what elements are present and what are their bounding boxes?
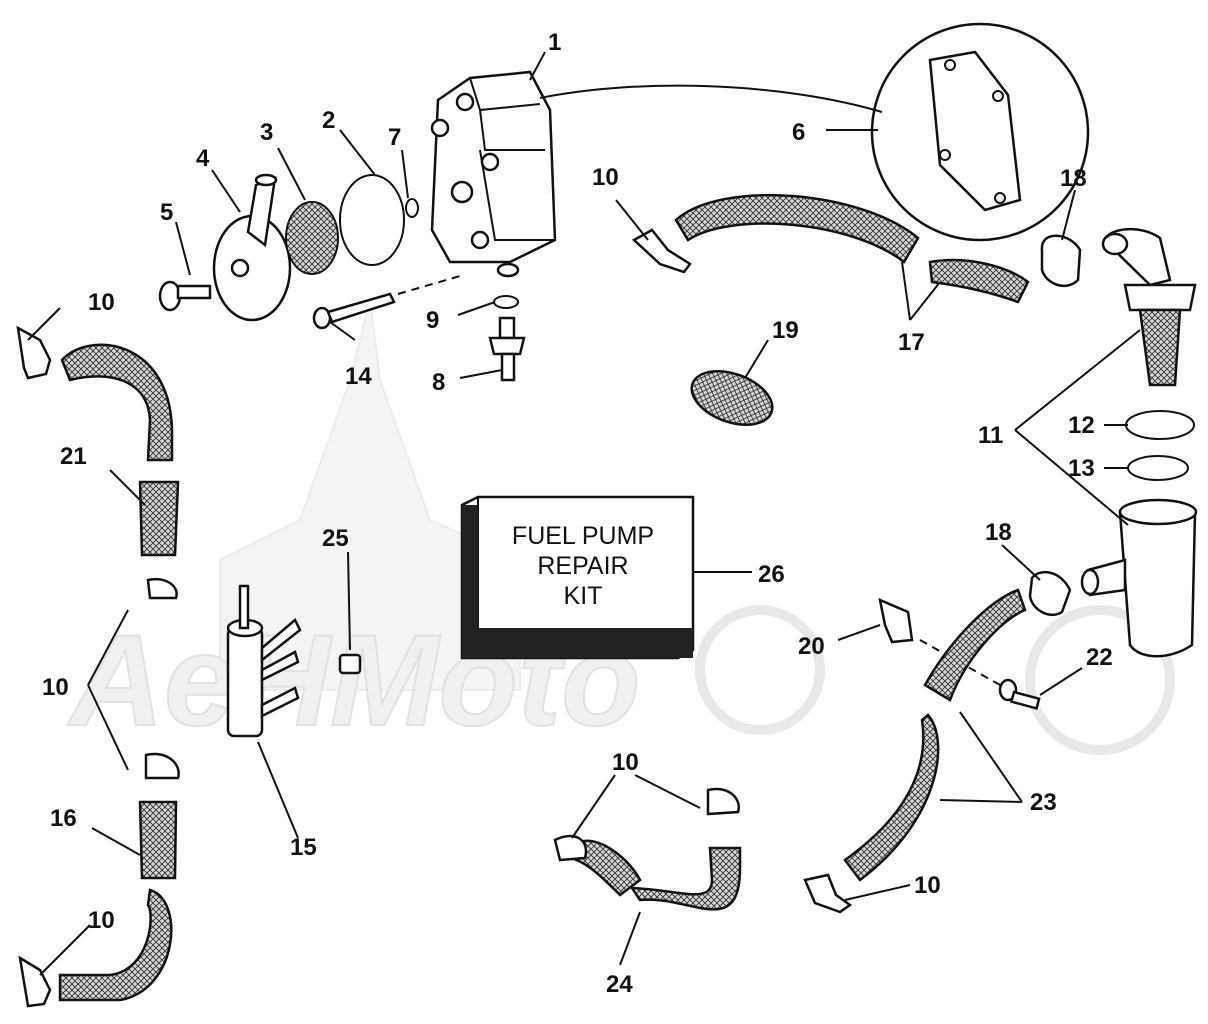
fuel-fitting: [488, 316, 526, 382]
callout-10-bottom-right: 10: [914, 872, 941, 899]
callout-5: 5: [160, 199, 173, 226]
callout-12: 12: [1068, 412, 1095, 439]
small-cap: [338, 653, 362, 675]
fuel-filter-assembly: [1080, 227, 1198, 658]
hose-clamp-10-left-top: [16, 325, 52, 380]
callout-1: 1: [548, 29, 561, 56]
hose-left-upper: [60, 343, 180, 557]
filter-clamp-lower: [1028, 570, 1072, 617]
fitting-o-ring: [493, 295, 519, 309]
fuel-tee-fitting: [226, 584, 302, 738]
pump-cover: [212, 173, 292, 322]
o-ring-large: [339, 174, 405, 266]
callout-21: 21: [60, 443, 87, 470]
callout-24: 24: [606, 971, 633, 998]
hose-clamp-10-top: [631, 228, 692, 274]
fuel-pump-body: [430, 70, 557, 278]
filter-clamp-upper: [1040, 234, 1082, 288]
pump-bolt: [312, 275, 461, 330]
callout-10-left-bottom: 10: [88, 907, 115, 934]
callout-7: 7: [388, 124, 401, 151]
hose-clamp-10-left-bottom: [18, 955, 52, 1008]
filter-o-ring-12: [1125, 410, 1195, 440]
hose-bottom-center: [574, 839, 742, 911]
o-ring-small: [405, 198, 419, 218]
callout-14: 14: [345, 363, 372, 390]
callout-16: 16: [50, 805, 77, 832]
callout-9: 9: [426, 307, 439, 334]
callout-6: 6: [792, 119, 805, 146]
callout-10-top: 10: [592, 164, 619, 191]
hose-clamp-10-lower-right: [803, 873, 853, 914]
repair-kit-box: FUEL PUMP REPAIR KIT: [460, 495, 695, 660]
callout-labels: 1 2 3 4 5 6 7 8 9 10 10 10 10 10 10 11 1…: [42, 29, 1113, 998]
callout-15: 15: [290, 834, 317, 861]
filter-seal-13: [1127, 455, 1189, 481]
callout-18-lower: 18: [985, 519, 1012, 546]
callout-18-top: 18: [1060, 165, 1087, 192]
callout-10-left-top: 10: [88, 289, 115, 316]
callout-17: 17: [898, 329, 925, 356]
callout-19: 19: [772, 317, 799, 344]
hose-clamp-10-left-mid-b: [144, 752, 180, 780]
kit-label-line2: REPAIR: [537, 552, 628, 580]
pump-gasket-detail: [539, 22, 1090, 242]
callout-11: 11: [978, 422, 1003, 449]
callout-26: 26: [758, 561, 785, 588]
filter-gasket: [690, 370, 774, 426]
callout-2: 2: [322, 107, 335, 134]
filter-screen: [285, 201, 339, 275]
hose-left-lower: [58, 800, 178, 1002]
callout-23: 23: [1030, 789, 1057, 816]
callout-20: 20: [798, 633, 825, 660]
callout-13: 13: [1068, 455, 1095, 482]
callout-4: 4: [196, 145, 210, 172]
hose-bracket: [878, 597, 914, 644]
kit-label-line1: FUEL PUMP: [512, 522, 654, 550]
callout-10-left-mid: 10: [42, 674, 69, 701]
hose-clamp-10-bottom-a: [553, 834, 588, 862]
callout-8: 8: [432, 369, 445, 396]
cover-screw: [158, 280, 212, 312]
hose-upper: [674, 193, 1030, 304]
hose-clamp-10-left-mid-a: [146, 577, 178, 600]
callout-10-bottom-center: 10: [612, 749, 639, 776]
hose-clamp-10-bottom-b: [706, 787, 740, 816]
hose-filter-outlet: [843, 588, 1027, 882]
leader-lines: [27, 51, 1141, 976]
callout-3: 3: [260, 119, 273, 146]
callout-25: 25: [322, 525, 349, 552]
callout-22: 22: [1086, 644, 1113, 671]
kit-label-line3: KIT: [564, 582, 603, 610]
